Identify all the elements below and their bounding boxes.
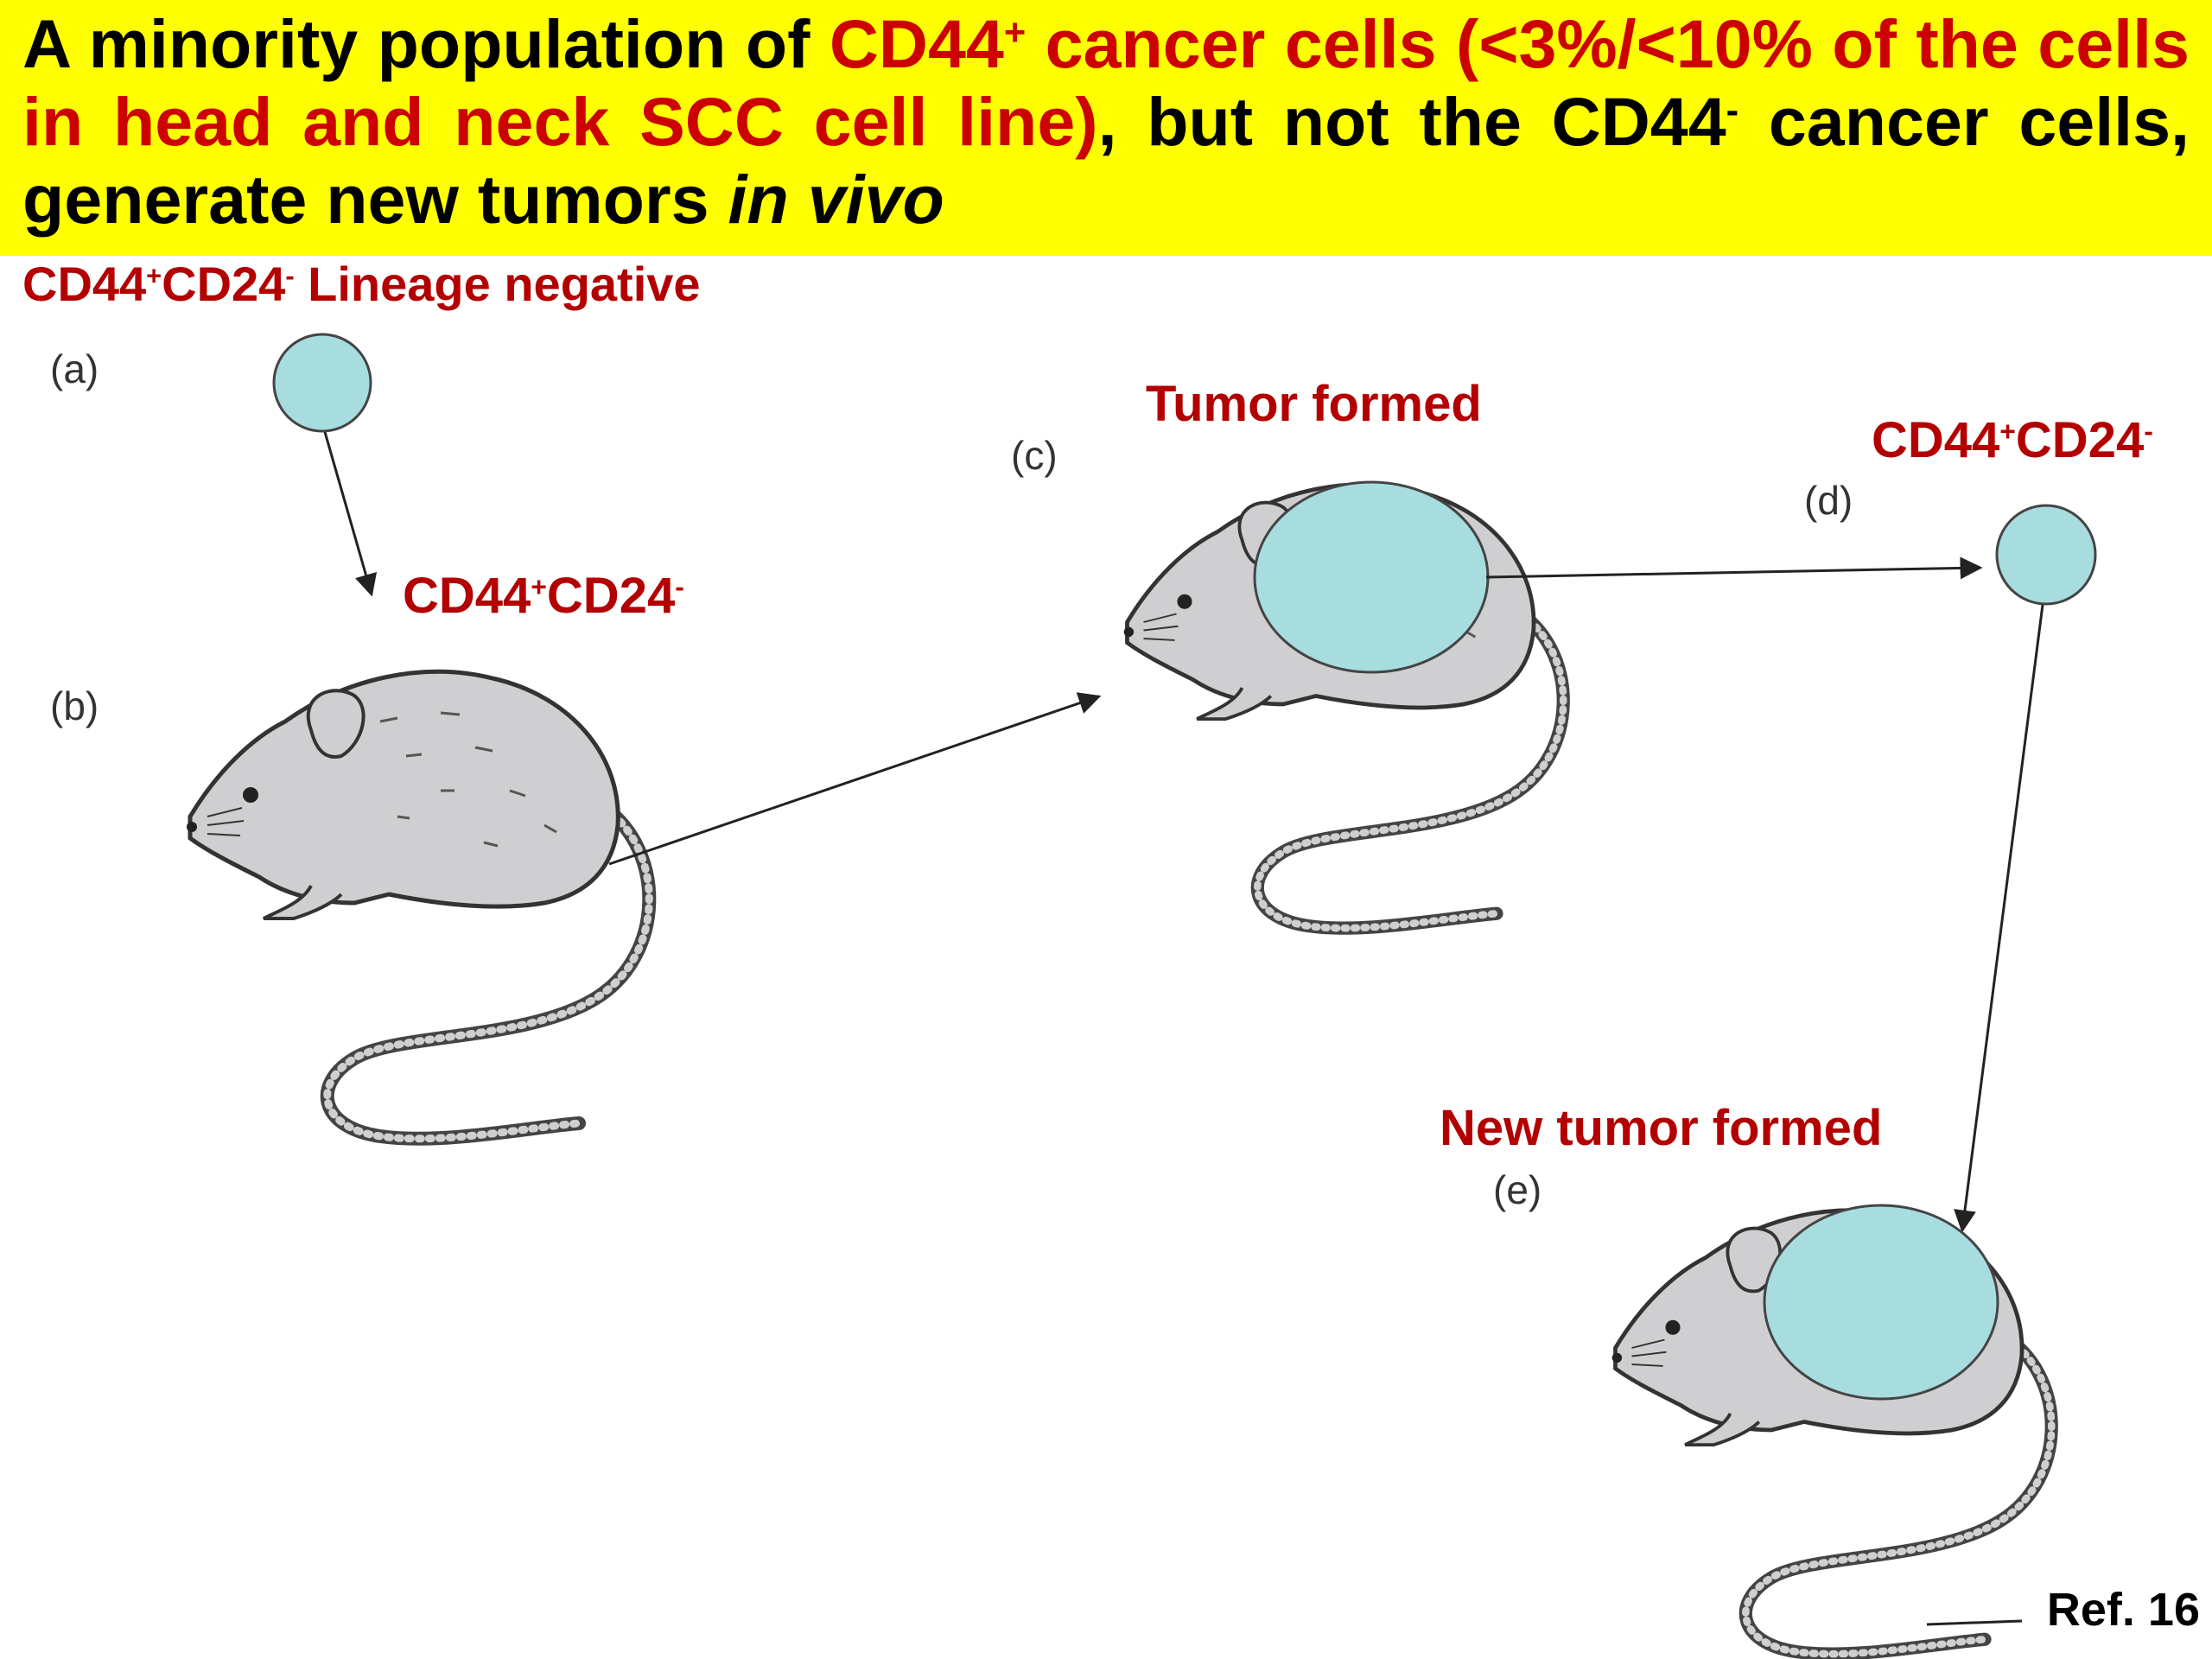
panel-label-a: (a) bbox=[50, 346, 99, 391]
tumor-c bbox=[1253, 480, 1490, 674]
label-b-cd44-cd24: CD44+CD24- bbox=[403, 568, 684, 624]
label-new-tumor-formed: New tumor formed bbox=[1440, 1100, 1883, 1156]
mouse-b bbox=[187, 671, 649, 1138]
ref-leader-line bbox=[1926, 1619, 2023, 1626]
arrow-a-to-b bbox=[323, 431, 378, 597]
arrow-b-to-c bbox=[608, 692, 1102, 866]
panel-label-c: (c) bbox=[1011, 433, 1058, 478]
label-d-cd44-cd24: CD44+CD24- bbox=[1872, 412, 2153, 468]
arrow-c-to-d bbox=[1485, 556, 1983, 580]
cell-d bbox=[1995, 504, 2097, 606]
panel-label-e: (e) bbox=[1493, 1167, 1542, 1212]
panel-label-b: (b) bbox=[50, 683, 99, 728]
cell-a bbox=[272, 333, 372, 433]
tumor-e bbox=[1763, 1204, 1999, 1401]
label-tumor-formed: Tumor formed bbox=[1146, 376, 1482, 432]
slide-title: A minority population of CD44+ cancer ce… bbox=[22, 5, 2190, 238]
label-lineage-negative: CD44+CD24- Lineage negative bbox=[22, 257, 701, 311]
reference-label: Ref. 16 bbox=[2046, 1584, 2200, 1636]
title-band bbox=[0, 0, 2212, 256]
panel-label-d: (d) bbox=[1804, 478, 1853, 523]
arrow-d-to-e bbox=[1954, 604, 2044, 1233]
